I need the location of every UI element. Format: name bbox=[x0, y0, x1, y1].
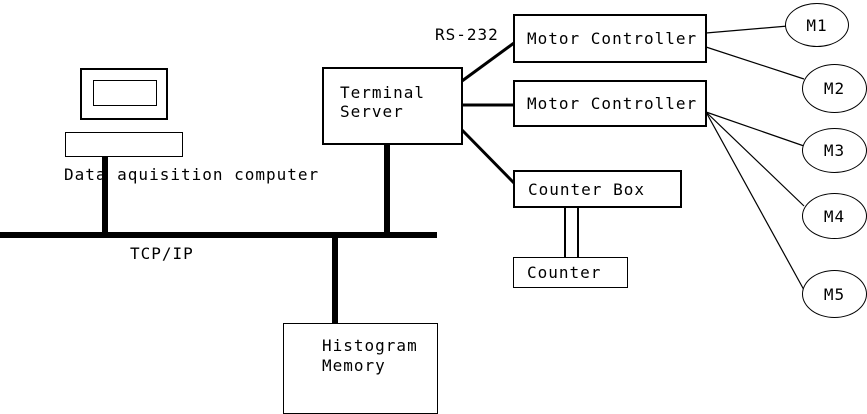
computer-screen-icon bbox=[93, 80, 157, 106]
link-motor-controller-2-m5 bbox=[705, 111, 805, 291]
motor-controller-1-node: Motor Controller bbox=[513, 14, 707, 63]
motor-m4-node: M4 bbox=[802, 193, 867, 239]
motor-m1-node: M1 bbox=[785, 3, 849, 47]
link-motor-controller-1-m2 bbox=[705, 46, 805, 80]
motor-controller-2-label: Motor Controller bbox=[527, 94, 698, 113]
motor-m2-node: M2 bbox=[802, 64, 867, 113]
motor-m3-node: M3 bbox=[802, 128, 867, 173]
motor-m3-label: M3 bbox=[823, 141, 846, 160]
motor-m5-label: M5 bbox=[823, 284, 846, 304]
motor-m5-node: M5 bbox=[802, 270, 867, 318]
motor-m1-label: M1 bbox=[806, 15, 828, 35]
computer-keyboard-icon bbox=[65, 132, 183, 157]
counter-node: Counter bbox=[513, 257, 628, 288]
terminal-server-node: Terminal Server bbox=[322, 67, 463, 145]
rs232-label: RS-232 bbox=[435, 25, 499, 44]
motor-m2-label: M2 bbox=[823, 79, 846, 98]
computer-label: Data aquisition computer bbox=[64, 165, 320, 184]
histogram-memory-node: Histogram Memory bbox=[283, 323, 438, 414]
link-motor-controller-2-m4 bbox=[705, 111, 805, 207]
counter-box-node: Counter Box bbox=[513, 170, 682, 208]
counter-label: Counter bbox=[527, 263, 602, 282]
motor-controller-2-node: Motor Controller bbox=[513, 80, 707, 127]
motor-m4-label: M4 bbox=[823, 206, 846, 226]
link-motor-controller-2-m3 bbox=[705, 111, 805, 147]
tcpip-bus-label: TCP/IP bbox=[130, 244, 194, 263]
counter-box-label: Counter Box bbox=[528, 179, 645, 199]
link-terminal-server-motor-controller-1 bbox=[461, 41, 515, 83]
motor-controller-1-label: Motor Controller bbox=[527, 29, 698, 48]
link-terminal-server-counter-box bbox=[460, 128, 516, 185]
link-motor-controller-1-m1 bbox=[705, 25, 789, 34]
